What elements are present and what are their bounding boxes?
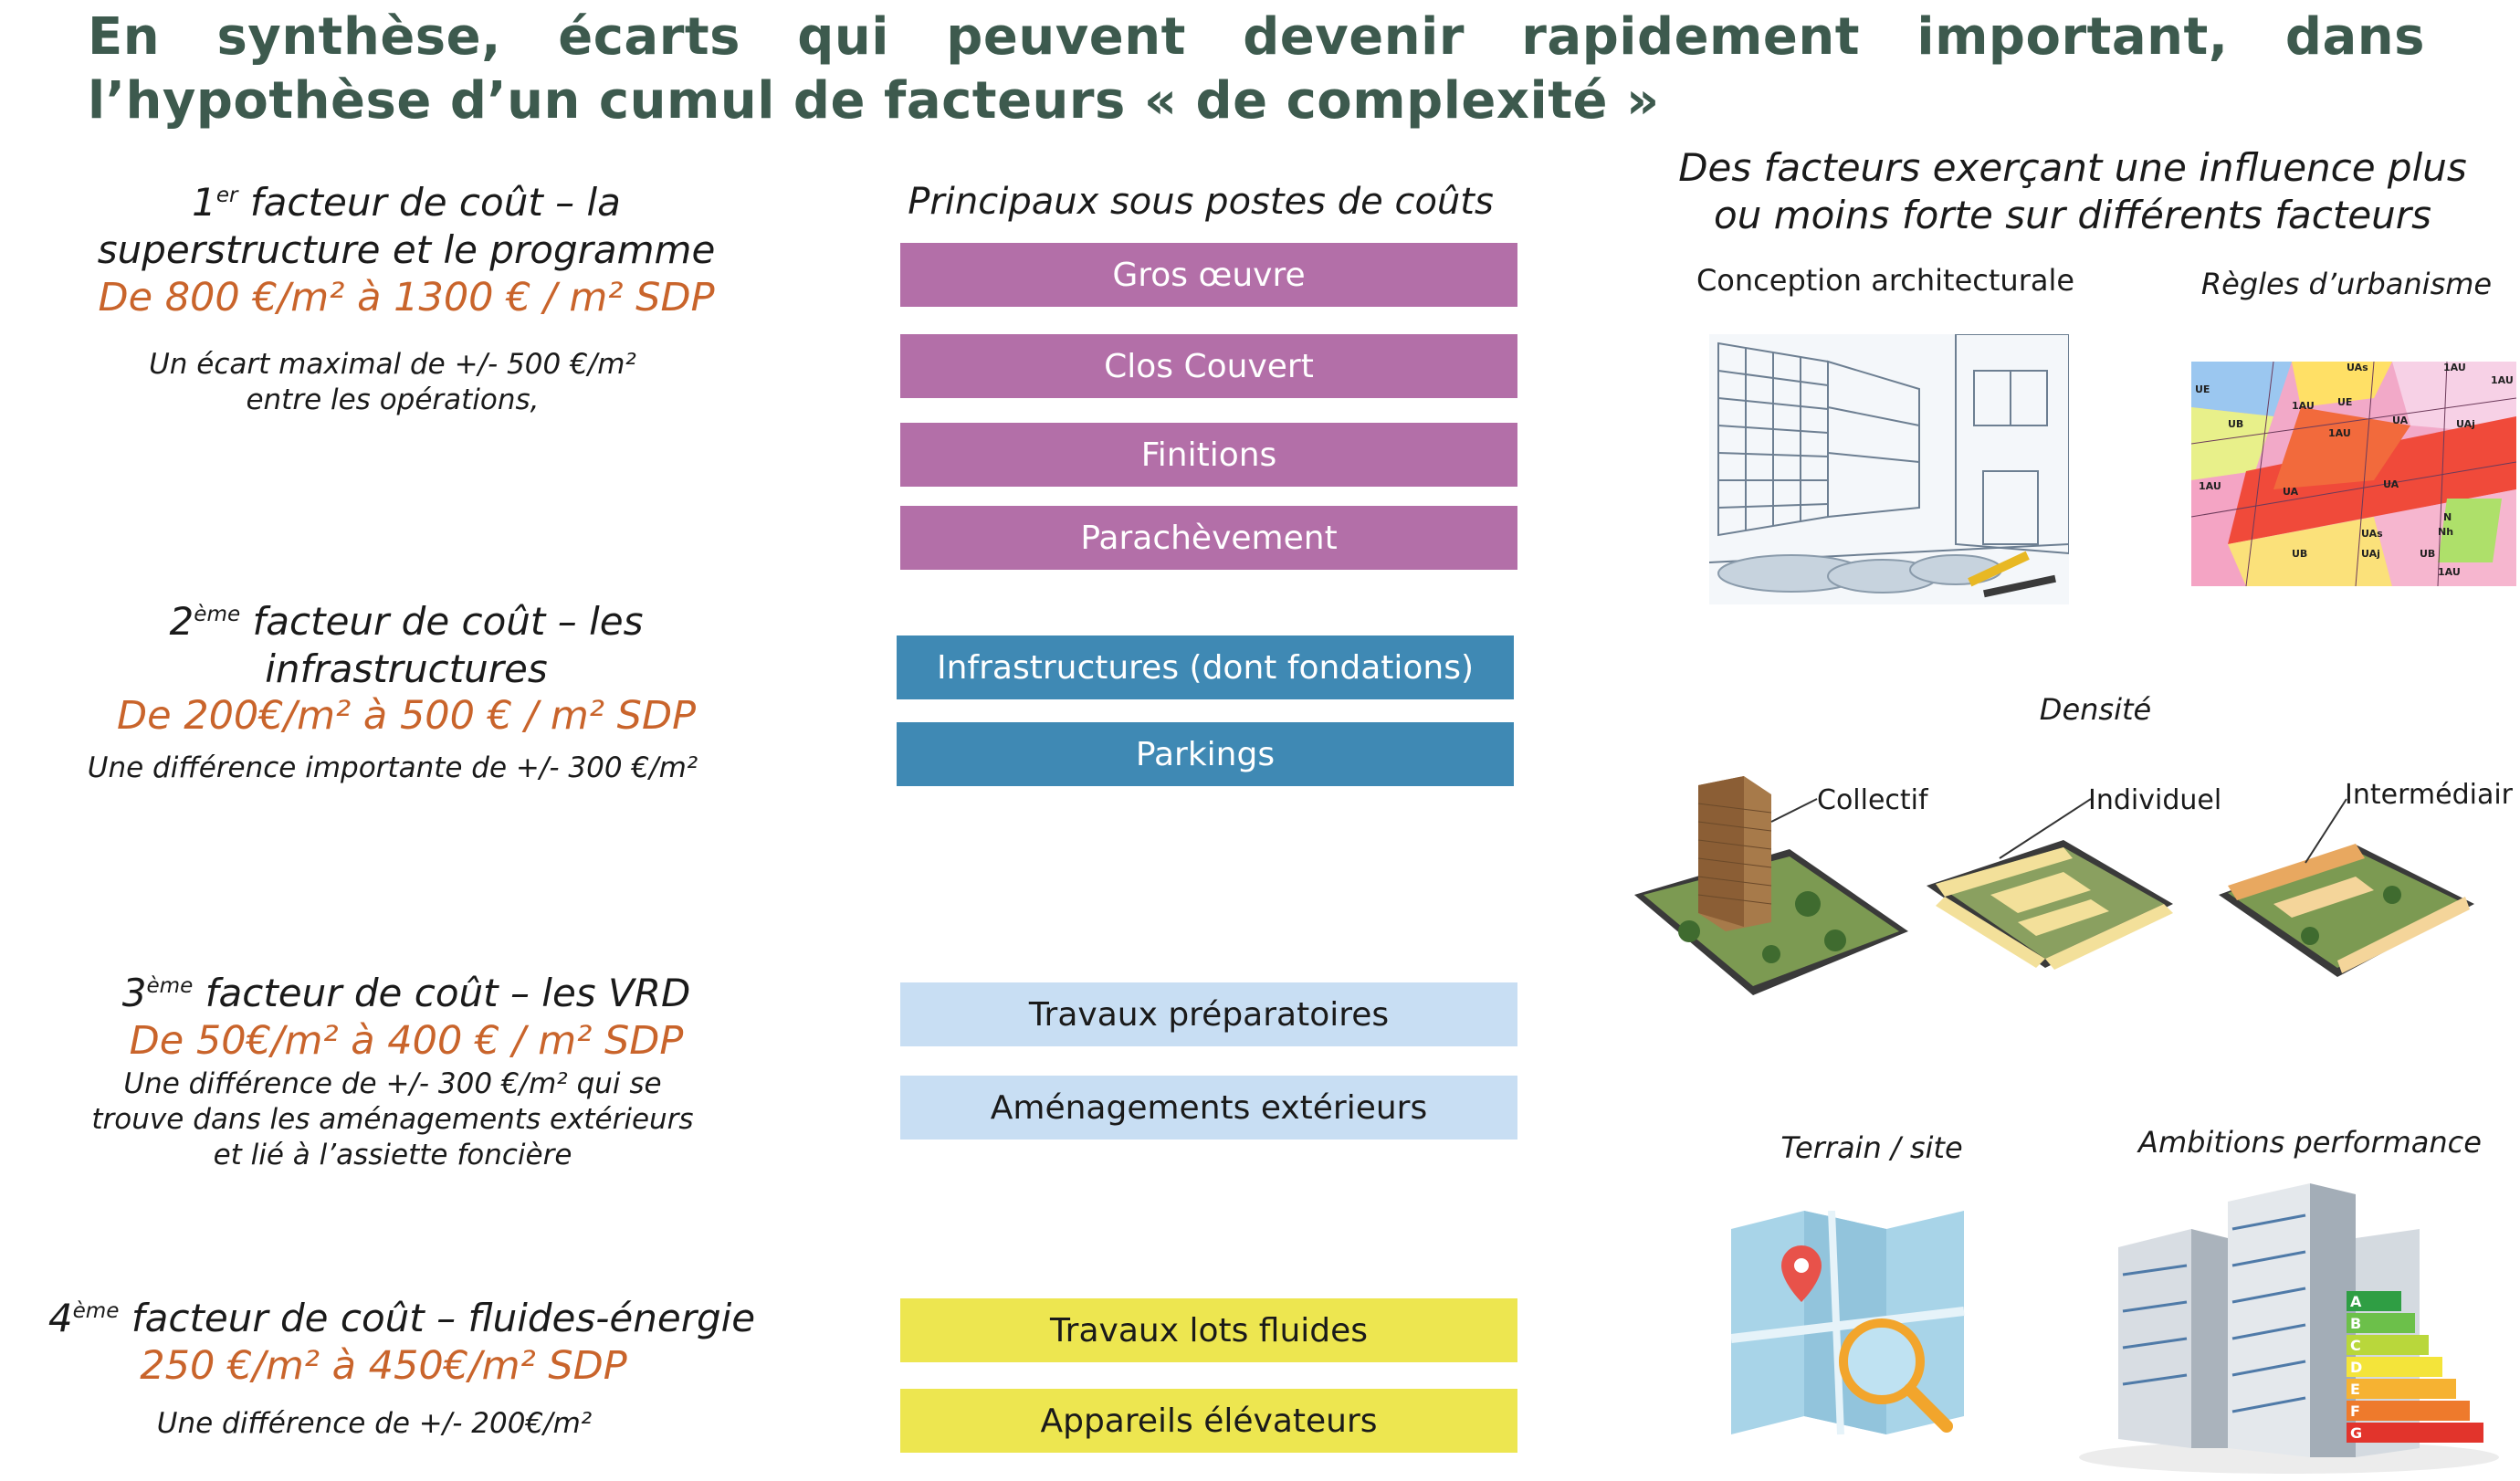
- factor-1-suffix: er: [215, 184, 238, 207]
- zone-label: UAs: [2347, 362, 2368, 373]
- factor-1-ordinal: 1: [192, 180, 216, 225]
- factor-3-note-c: et lié à l’assiette foncière: [213, 1139, 572, 1171]
- label-ambitions: Ambitions performance: [2138, 1125, 2482, 1160]
- label-collectif: Collectif: [1817, 784, 1929, 816]
- bar-appareils-elevateurs: Appareils élévateurs: [900, 1389, 1517, 1453]
- zone-label: UB: [2292, 548, 2307, 560]
- energy-class-label: F: [2350, 1402, 2360, 1420]
- label-individuel: Individuel: [2088, 784, 2221, 816]
- bar-lots-fluides: Travaux lots fluides: [900, 1298, 1517, 1362]
- label-terrain: Terrain / site: [1780, 1130, 1963, 1165]
- bar-amenagements-exterieurs: Aménagements extérieurs: [900, 1076, 1517, 1140]
- collectif-block-image: [1634, 776, 1908, 995]
- zone-label: UA: [2283, 486, 2299, 498]
- factor-3-heading: 3ème facteur de coût – les VRD: [18, 970, 794, 1017]
- page-title: En synthèse, écarts qui peuvent devenir …: [88, 7, 2425, 131]
- zone-label: 1AU: [2328, 427, 2351, 439]
- zone-label: UAs: [2361, 528, 2383, 540]
- zone-label: UB: [2228, 418, 2243, 430]
- zone-label: Nh: [2438, 526, 2453, 538]
- urbanism-map-image: UE UB 1AU UE UAs 1AU UA UAj 1AU UA UA UA…: [2191, 362, 2516, 586]
- bar-travaux-preparatoires: Travaux préparatoires: [900, 982, 1517, 1046]
- energy-class-label: G: [2350, 1424, 2362, 1442]
- factor-2-heading-a: facteur de coût – les: [240, 599, 644, 644]
- zone-label: UA: [2392, 415, 2409, 426]
- factor-1-note-b: entre les opérations,: [246, 383, 540, 416]
- factor-2-heading-b: infrastructures: [265, 646, 548, 691]
- bar-infrastructures: Infrastructures (dont fondations): [897, 635, 1514, 699]
- factor-4-note: Une différence de +/- 200€/m²: [156, 1407, 593, 1440]
- intermediaire-block-image: [2219, 844, 2474, 977]
- factor-1-note: Un écart maximal de +/- 500 €/m² entre l…: [37, 347, 749, 418]
- factor-1-note-a: Un écart maximal de +/- 500 €/m²: [149, 348, 636, 381]
- influence-heading: Des facteurs exerçant une influence plus…: [1634, 144, 2511, 239]
- factor-4-heading-a: facteur de coût – fluides-énergie: [119, 1296, 756, 1340]
- energy-building-image: A B C D E F G: [2079, 1183, 2499, 1474]
- factor-1-heading: 1er facteur de coût – la superstructure …: [37, 179, 776, 274]
- zone-label: 1AU: [2443, 362, 2466, 373]
- energy-class-label: A: [2350, 1293, 2362, 1310]
- zone-label: 1AU: [2292, 400, 2315, 412]
- factor-3-suffix: ème: [146, 974, 194, 998]
- factor-1-cost: De 800 €/m² à 1300 € / m² SDP: [98, 275, 715, 320]
- subcosts-heading: Principaux sous postes de coûts: [908, 181, 1494, 223]
- label-intermediaire: Intermédiair: [2345, 779, 2514, 811]
- influence-heading-b: ou moins forte sur différents facteurs: [1714, 193, 2431, 237]
- factor-2-ordinal: 2: [169, 599, 194, 644]
- architecture-sketch-image: [1709, 334, 2069, 604]
- bar-parachevement: Parachèvement: [900, 506, 1517, 570]
- factor-3-note-b: trouve dans les aménagements extérieurs: [91, 1103, 694, 1136]
- bar-parkings: Parkings: [897, 722, 1514, 786]
- energy-class-label: D: [2350, 1359, 2362, 1376]
- factor-4-suffix: ème: [72, 1299, 120, 1323]
- factor-2-heading: 2ème facteur de coût – les infrastructur…: [37, 598, 776, 693]
- influence-heading-a: Des facteurs exerçant une influence plus: [1678, 145, 2467, 190]
- density-illustrations: Collectif Individuel Intermédiair: [1634, 776, 2514, 995]
- factor-3-cost: De 50€/m² à 400 € / m² SDP: [129, 1018, 684, 1064]
- bar-gros-oeuvre: Gros œuvre: [900, 243, 1517, 307]
- zone-label: 1AU: [2199, 480, 2221, 492]
- bar-clos-couvert: Clos Couvert: [900, 334, 1517, 398]
- zone-label: N: [2443, 511, 2452, 523]
- label-conception: Conception architecturale: [1696, 263, 2075, 298]
- factor-2-cost: De 200€/m² à 500 € / m² SDP: [116, 693, 697, 739]
- map-search-icon: [1731, 1211, 1965, 1435]
- bar-finitions: Finitions: [900, 423, 1517, 487]
- individuel-block-image: [1927, 840, 2173, 970]
- zone-label: UE: [2337, 396, 2352, 408]
- energy-class-label: C: [2350, 1337, 2361, 1354]
- factor-3-note: Une différence de +/- 300 €/m² qui se tr…: [18, 1066, 767, 1173]
- energy-class-label: E: [2350, 1381, 2360, 1398]
- label-urbanisme: Règles d’urbanisme: [2200, 267, 2493, 301]
- factor-2-suffix: ème: [194, 603, 241, 626]
- factor-2-note: Une différence importante de +/- 300 €/m…: [87, 751, 698, 784]
- zone-label: UA: [2383, 478, 2399, 490]
- factor-4-cost: 250 €/m² à 450€/m² SDP: [140, 1343, 627, 1389]
- zone-label: UAj: [2456, 418, 2475, 430]
- factor-3-note-a: Une différence de +/- 300 €/m² qui se: [123, 1067, 662, 1100]
- zone-label: UE: [2195, 383, 2210, 395]
- zone-label: 1AU: [2491, 374, 2514, 386]
- factor-1-heading-a: facteur de coût – la: [237, 180, 621, 225]
- factor-4-heading: 4ème facteur de coût – fluides-énergie: [9, 1295, 794, 1342]
- label-densite: Densité: [2039, 692, 2152, 727]
- factor-4-ordinal: 4: [47, 1296, 73, 1340]
- factor-3-ordinal: 3: [121, 971, 147, 1015]
- factor-1-heading-b: superstructure et le programme: [97, 227, 716, 272]
- zone-label: UAj: [2361, 548, 2380, 560]
- zone-label: 1AU: [2438, 566, 2461, 578]
- energy-class-label: B: [2350, 1315, 2361, 1332]
- zone-label: UB: [2420, 548, 2435, 560]
- factor-3-heading-a: facteur de coût – les VRD: [193, 971, 691, 1015]
